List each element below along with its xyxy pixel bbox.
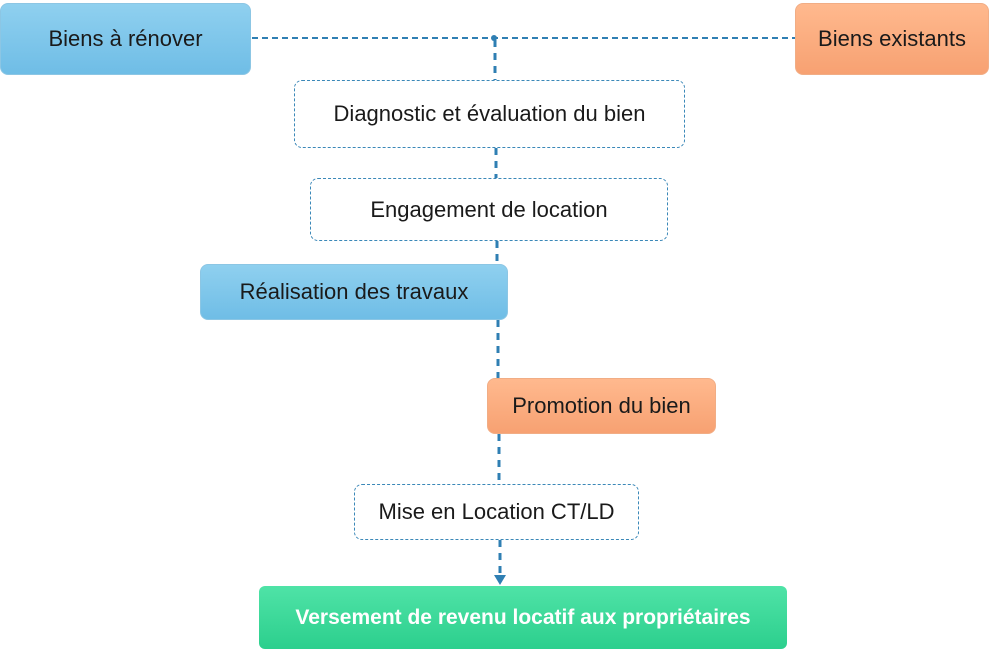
node-diagnostic: Diagnostic et évaluation du bien: [294, 80, 685, 148]
node-versement-revenu: Versement de revenu locatif aux propriét…: [259, 586, 787, 649]
node-engagement-label: Engagement de location: [370, 196, 608, 222]
node-promotion: Promotion du bien: [487, 378, 716, 434]
node-engagement: Engagement de location: [310, 178, 668, 241]
node-biens-existants: Biens existants: [795, 3, 989, 75]
node-promotion-label: Promotion du bien: [512, 393, 691, 418]
node-biens-a-renover: Biens à rénover: [0, 3, 251, 75]
node-mise-en-location: Mise en Location CT/LD: [354, 484, 639, 540]
node-mise-en-location-label: Mise en Location CT/LD: [378, 499, 615, 524]
node-biens-existants-label: Biens existants: [818, 26, 966, 51]
arrow-head: [494, 575, 506, 585]
node-realisation-travaux-label: Réalisation des travaux: [239, 279, 469, 304]
node-diagnostic-label: Diagnostic et évaluation du bien: [333, 101, 646, 126]
node-versement-revenu-label: Versement de revenu locatif aux propriét…: [295, 605, 751, 629]
node-realisation-travaux: Réalisation des travaux: [200, 264, 508, 320]
junction-dot: [491, 35, 497, 41]
node-biens-a-renover-label: Biens à rénover: [48, 26, 203, 51]
